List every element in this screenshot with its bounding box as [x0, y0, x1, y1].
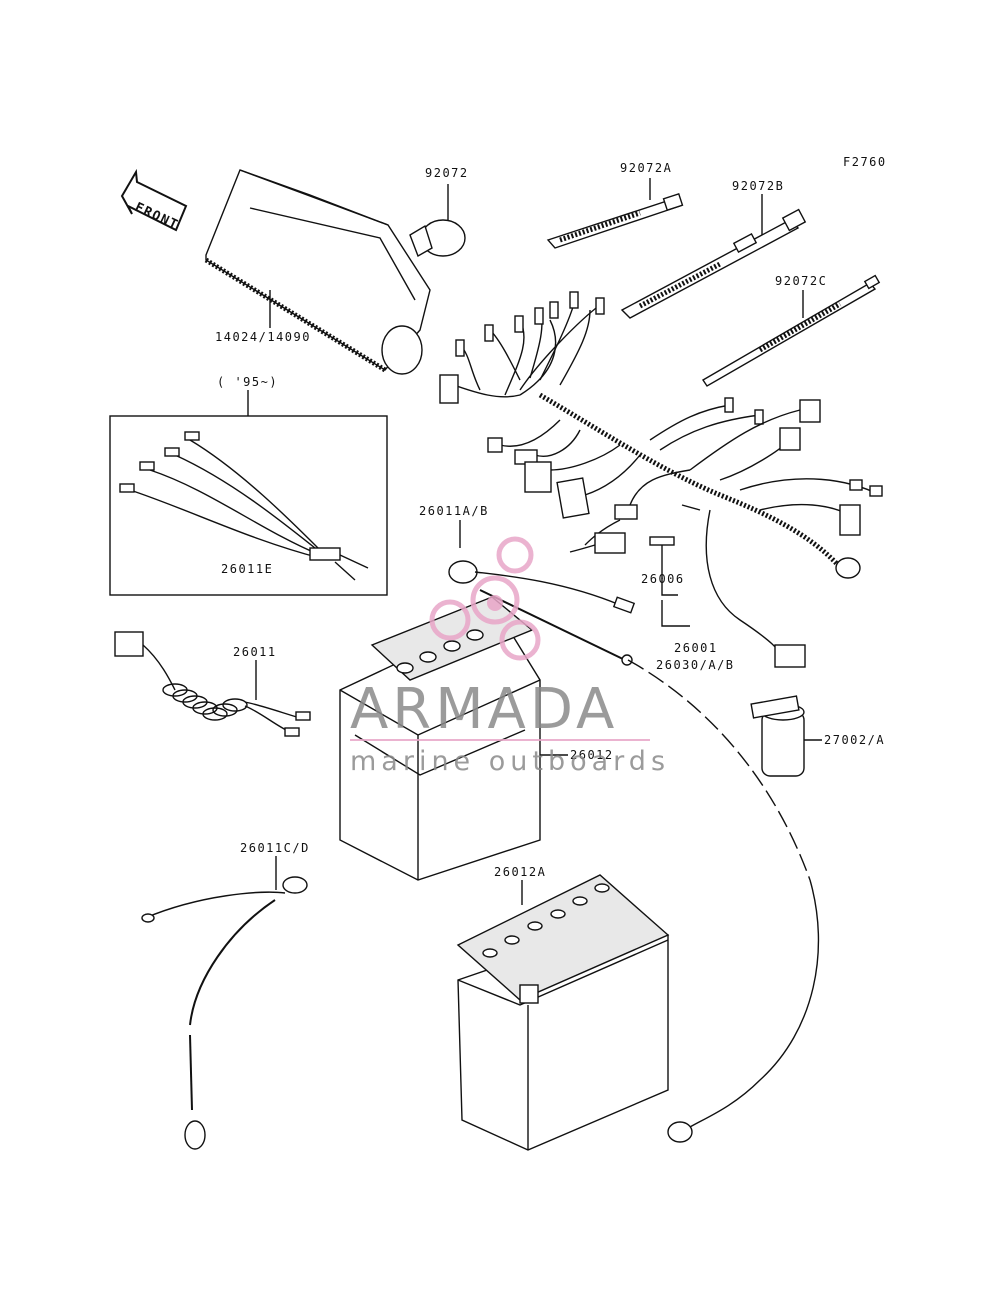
fuse-part	[649, 536, 678, 596]
part-label-27002: 27002/A	[824, 733, 885, 747]
part-label-92072a: 92072A	[620, 161, 672, 175]
leader-26001	[661, 600, 690, 627]
cover-part	[204, 169, 431, 375]
part-label-26006: 26006	[641, 572, 685, 586]
part-label-26011cd: 26011C/D	[240, 841, 310, 855]
front-arrow-icon: FRONT	[120, 168, 188, 233]
armada-watermark: ARMADA marine outboards	[350, 536, 670, 777]
front-label: FRONT	[132, 200, 181, 233]
part-label-26001: 26001	[674, 641, 718, 655]
watermark-brand: ARMADA	[350, 677, 618, 742]
battery-26012a-part	[456, 874, 820, 1151]
part-label-26011: 26011	[233, 645, 277, 659]
inset-label: ( '95~)	[217, 375, 278, 389]
part-label-26012a: 26012A	[494, 865, 546, 879]
strap-92072c-part	[702, 274, 881, 387]
battery-cable-26011ab-part	[448, 560, 811, 881]
part-label-26012: 26012	[570, 748, 614, 762]
strap-92072a-part	[546, 178, 684, 249]
coil-cord-26011-part	[114, 631, 311, 737]
clamp-part	[409, 184, 466, 258]
part-label-26030: 26030/A/B	[656, 658, 735, 672]
part-label-92072: 92072	[425, 166, 469, 180]
ground-cable-26011cd-part	[141, 876, 308, 1150]
main-wire-harness-part	[439, 291, 883, 668]
part-label-26011ab: 26011A/B	[419, 504, 489, 518]
relay-part	[750, 695, 822, 777]
figure-code: F2760	[843, 155, 887, 169]
part-label-14024-14090: 14024/14090	[215, 330, 311, 344]
inset-wire-part	[119, 431, 369, 581]
part-label-92072c: 92072C	[775, 274, 827, 288]
strap-92072b-part	[620, 194, 807, 319]
armada-logo-icon	[429, 536, 541, 661]
part-label-92072b: 92072B	[732, 179, 784, 193]
watermark-tagline: marine outboards	[350, 746, 670, 777]
part-label-26011e: 26011E	[221, 562, 273, 576]
